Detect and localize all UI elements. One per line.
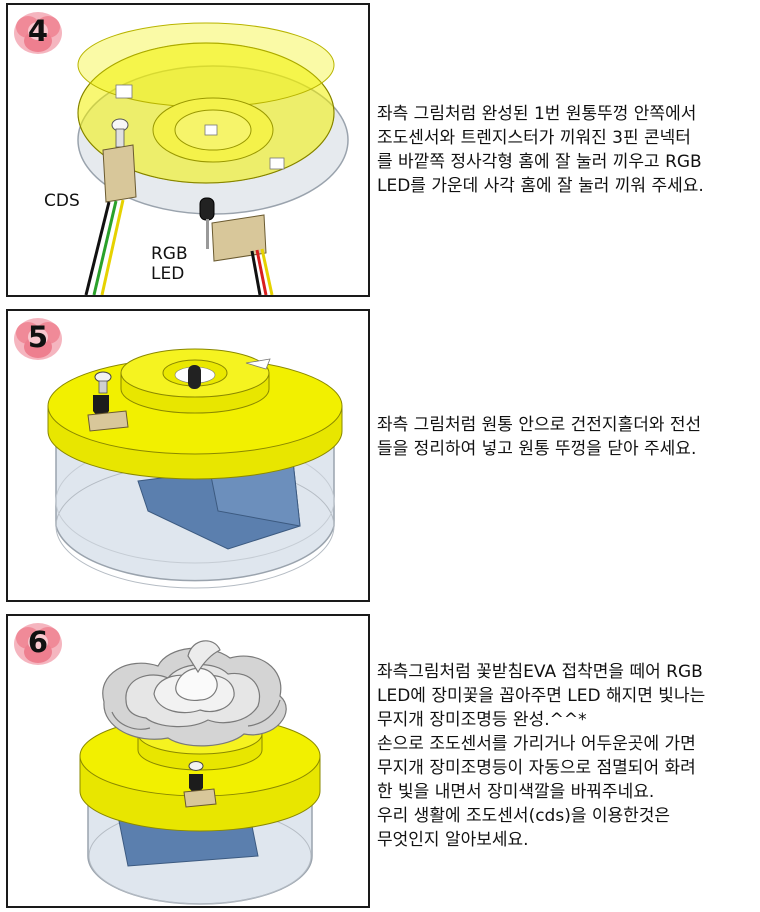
rose-badge-icon [14,318,62,360]
rgb-led-label-line1: RGB [151,244,188,264]
description-line: 좌측 그림처럼 원통 안으로 건전지홀더와 전선 [377,415,702,435]
description-line: LED에 장미꽃을 꼽아주면 LED 해지면 빛나는 [377,686,706,706]
step-5-panel: 5 [6,309,370,602]
step-4-illustration [77,22,349,295]
step-4-description: 좌측 그림처럼 완성된 1번 원통뚜껑 안쪽에서 조도센서와 트렌지스터가 끼워… [377,102,757,198]
description-line: 조도센서와 트렌지스터가 끼워진 3핀 콘넥터 [377,128,691,148]
description-line: 무지개 장미조명등이 자동으로 점멸되어 화려 [377,758,696,778]
step-4-panel: 4 CDS RGB LED [6,3,370,297]
description-line: 무엇인지 알아보세요. [377,830,529,850]
cds-sensor [94,371,112,383]
step-6-description: 좌측그림처럼 꽃받침EVA 접착면을 떼어 RGB LED에 장미꽃을 꼽아주면… [377,660,757,852]
step-number: 4 [27,14,49,48]
outer-square-slot [115,84,133,99]
description-line: 무지개 장미조명등 완성.^^* [377,710,587,730]
step-5-description: 좌측 그림처럼 원통 안으로 건전지홀더와 전선 들을 정리하여 넣고 원통 뚜… [377,413,757,461]
step-6-illustration [79,640,321,905]
cds-connector [102,144,137,203]
step-6-panel: 6 [6,614,370,908]
description-line: 좌측 그림처럼 완성된 1번 원통뚜껑 안쪽에서 [377,104,697,124]
description-line: 를 바깥쪽 정사각형 홈에 잘 눌러 끼우고 RGB [377,152,702,172]
description-line: 좌측그림처럼 꽃받침EVA 접착면을 떼어 RGB [377,662,703,682]
rgb-led [199,197,215,221]
sensor-connector [87,410,129,432]
step-number: 5 [27,320,49,354]
cds-label: CDS [44,191,80,211]
description-line: LED를 가운데 사각 홈에 잘 눌러 끼워 주세요. [377,176,704,196]
step-number: 6 [27,625,49,659]
center-square-slot [204,124,218,136]
rose-badge-icon [14,12,62,54]
rose-flower [102,640,287,747]
rgb-led [188,365,201,389]
description-line: 한 빛을 내면서 장미색깔을 바꿔주네요. [377,782,655,802]
cds-sensor [188,761,204,771]
description-line: 들을 정리하여 넣고 원통 뚜껑을 닫아 주세요. [377,439,697,459]
description-line: 우리 생활에 조도센서(cds)을 이용한것은 [377,806,671,826]
rgb-led-label-line2: LED [151,264,185,284]
led-connector [211,214,267,262]
description-line: 손으로 조도센서를 가리거나 어두운곳에 가면 [377,734,696,754]
step-5-illustration [47,348,343,589]
rose-badge-icon [14,623,62,665]
